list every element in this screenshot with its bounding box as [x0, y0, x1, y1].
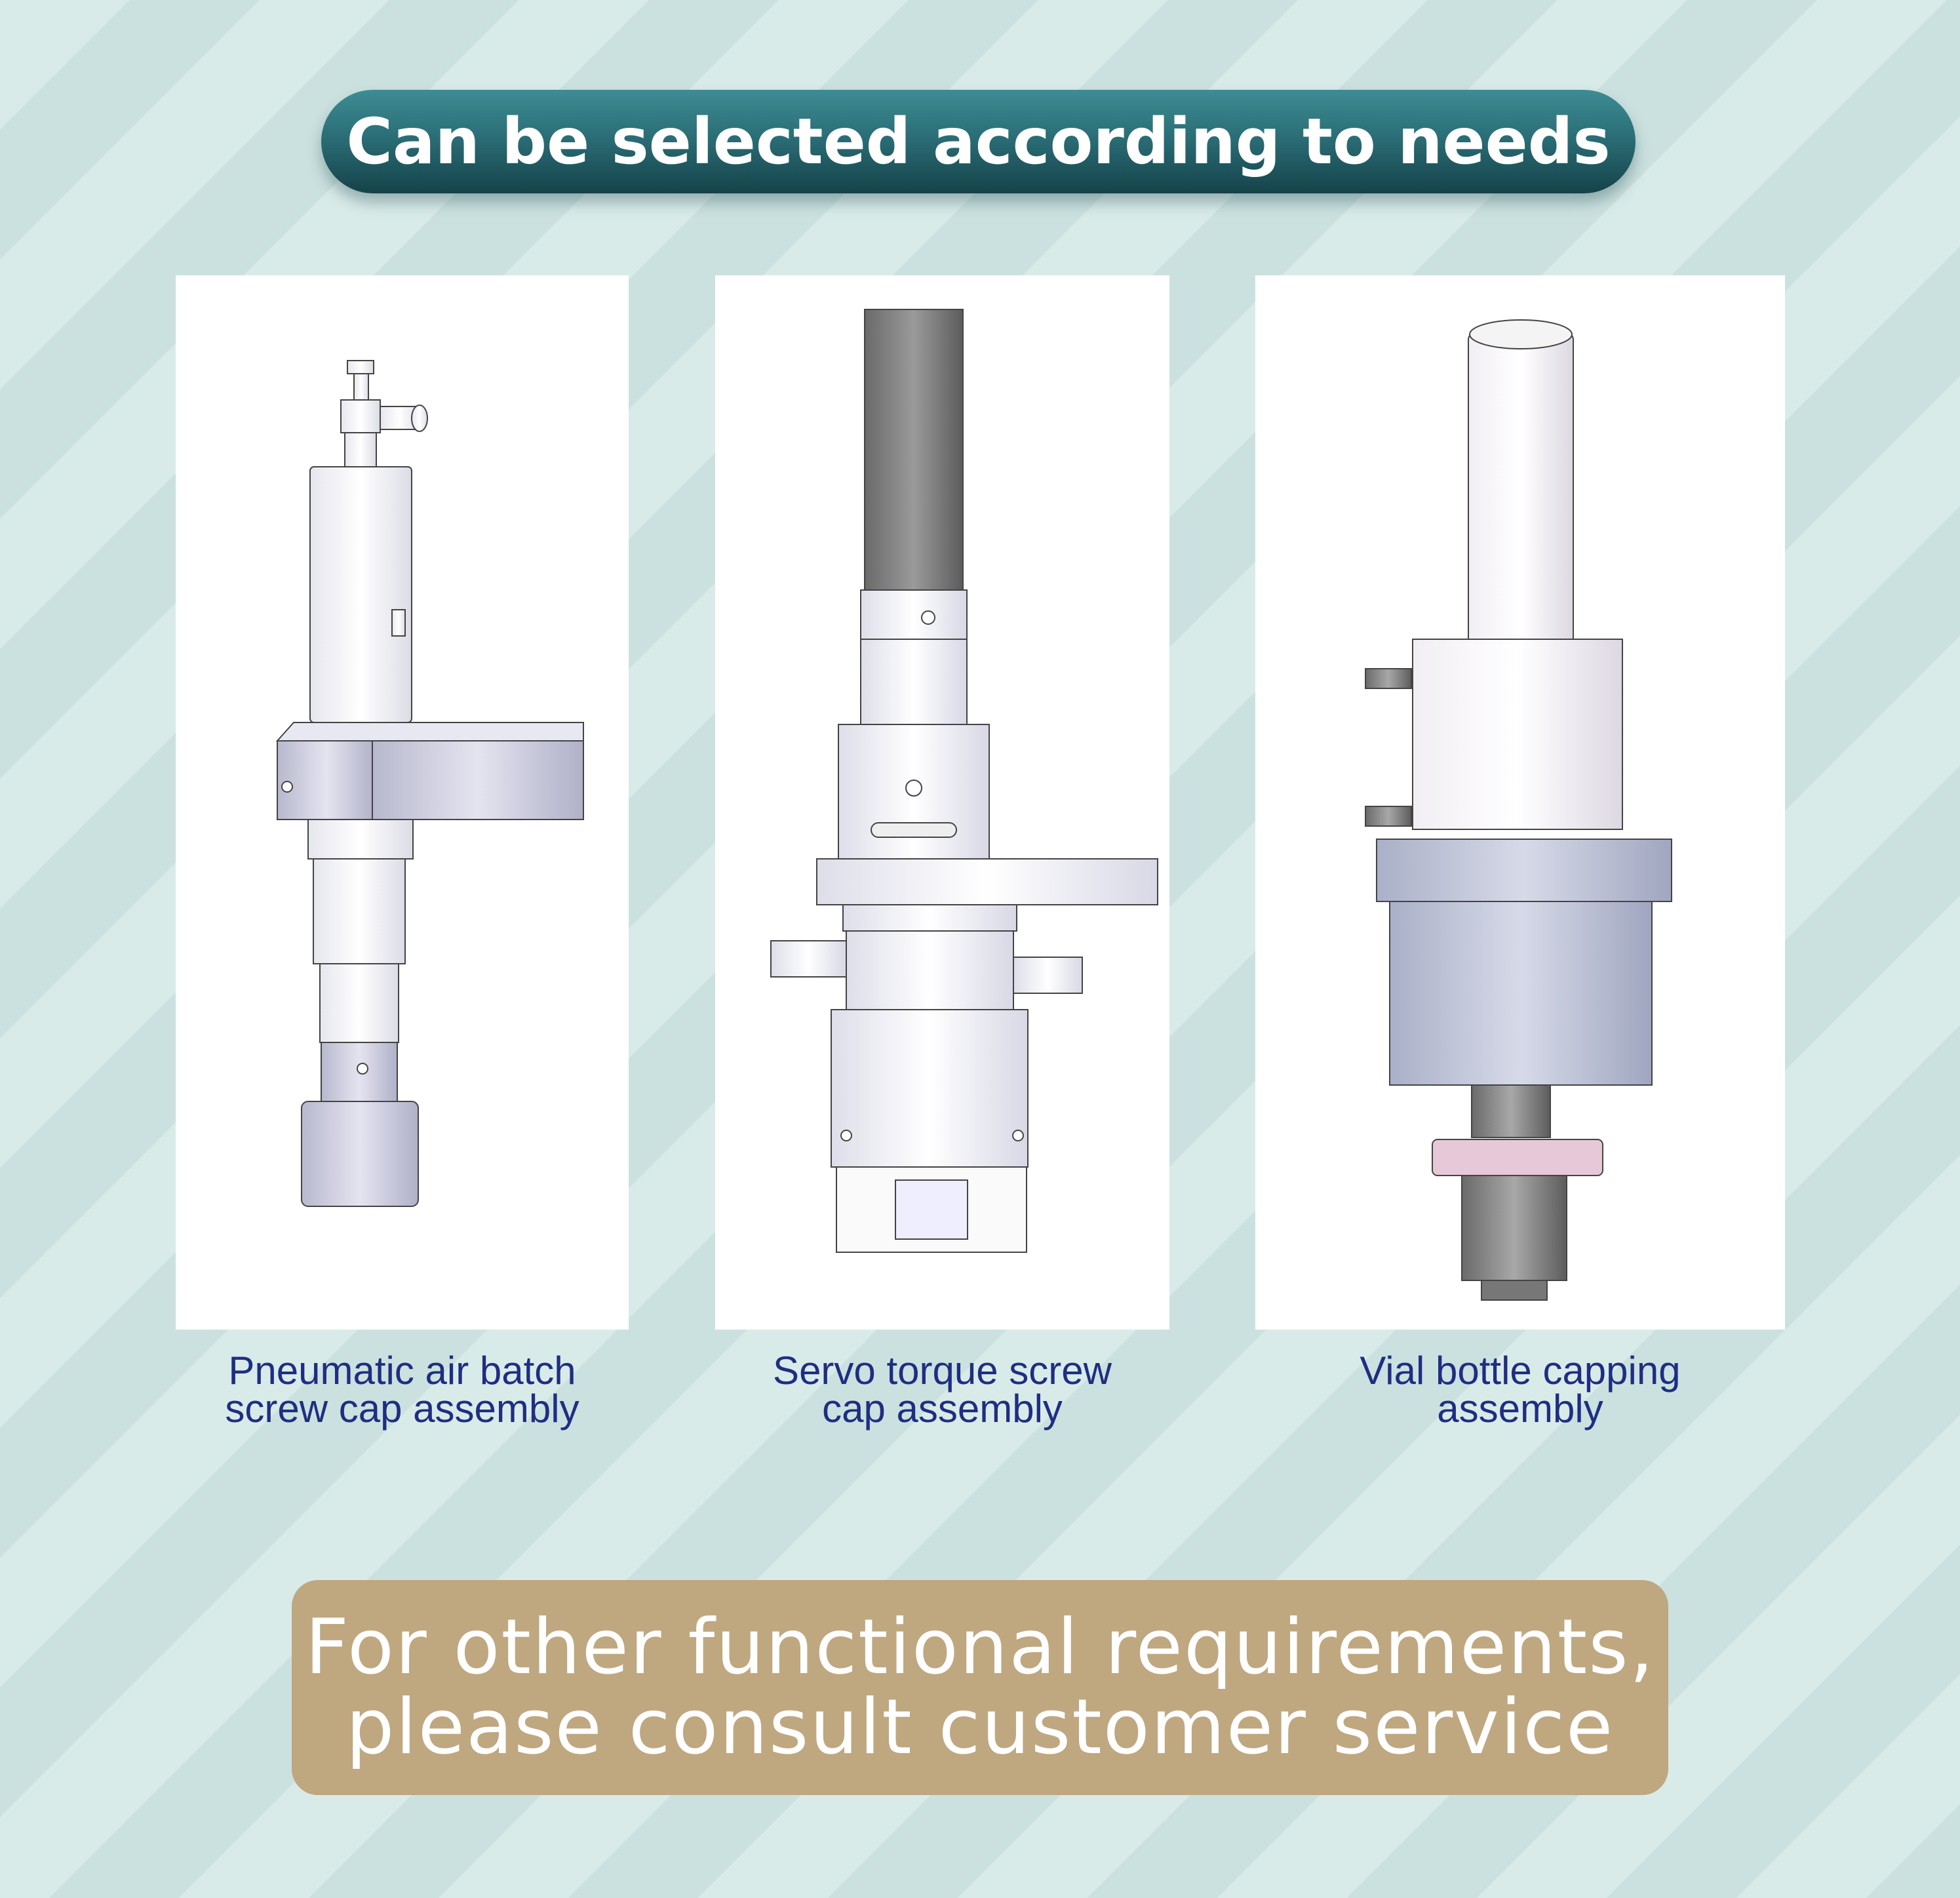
caption-line: Pneumatic air batch — [228, 1349, 576, 1393]
title-banner: Can be selected according to needs — [321, 90, 1636, 193]
caption-line: Vial bottle capping — [1360, 1349, 1681, 1393]
consult-text-line2: please consult customer service — [345, 1683, 1615, 1771]
product-card-pneumatic — [176, 275, 629, 1330]
caption-line: assembly — [1437, 1387, 1603, 1431]
caption-servo: Servo torque screw cap assembly — [715, 1349, 1169, 1437]
caption-pneumatic: Pneumatic air batch screw cap assembly — [176, 1349, 629, 1437]
caption-line: cap assembly — [822, 1387, 1063, 1431]
consult-banner: For other functional requirements, pleas… — [292, 1580, 1668, 1795]
product-card-servo — [715, 275, 1169, 1330]
product-card-vial — [1255, 275, 1785, 1330]
caption-line: Servo torque screw — [773, 1349, 1112, 1393]
caption-vial: Vial bottle capping assembly — [1255, 1349, 1785, 1437]
consult-text-line1: For other functional requirements, — [305, 1603, 1655, 1691]
vial-assembly-illustration — [1365, 319, 1672, 1301]
caption-line: screw cap assembly — [225, 1387, 579, 1431]
servo-assembly-illustration — [770, 309, 1158, 1253]
pneumatic-assembly-illustration — [275, 360, 584, 1207]
page-title: Can be selected according to needs — [346, 105, 1611, 178]
